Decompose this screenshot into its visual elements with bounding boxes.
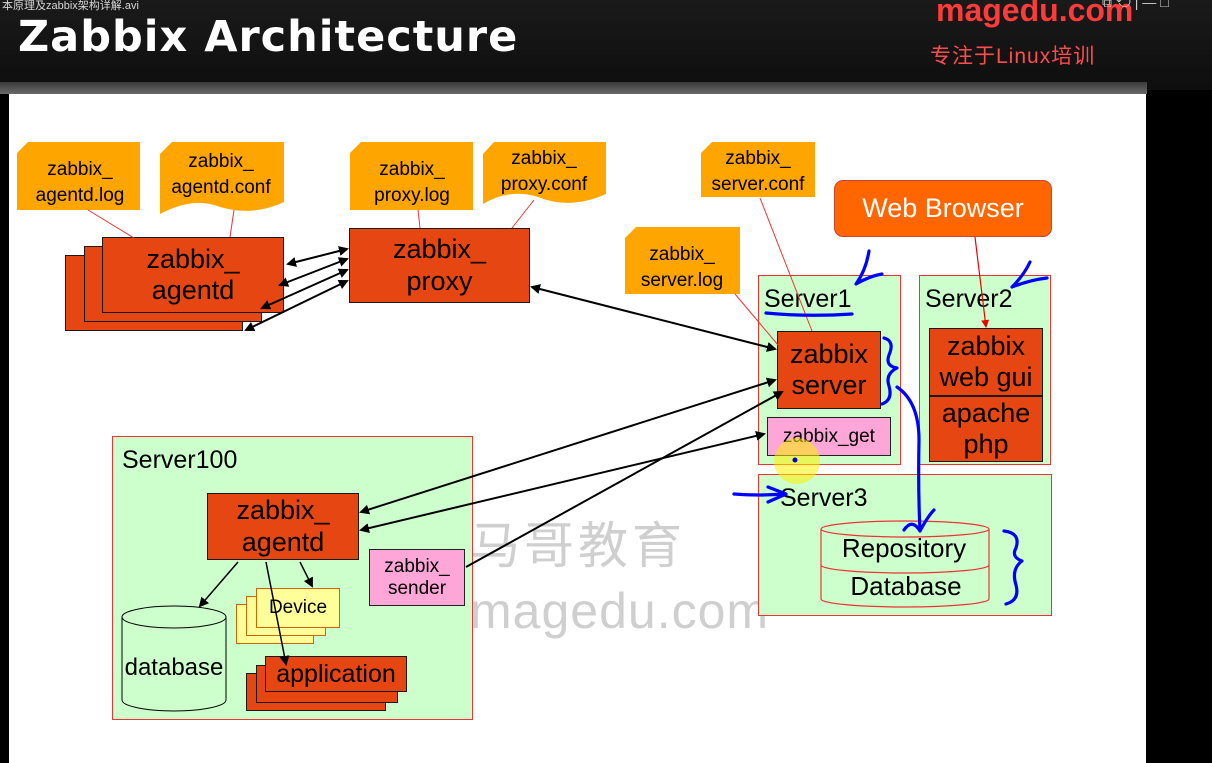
web-gui-line2: web gui — [939, 362, 1033, 392]
zabbix-sender-box: zabbix_ sender — [369, 549, 465, 606]
slide-header: 本原理及zabbix架构详解.avi Zabbix Architecture m… — [0, 0, 1212, 94]
apache-php-box: apache php — [929, 396, 1043, 462]
server3-label: Server3 — [780, 484, 868, 512]
apache-php-line2: php — [963, 429, 1009, 459]
video-filename: 本原理及zabbix架构详解.avi — [2, 0, 139, 12]
device-chip-front: Device — [256, 588, 340, 628]
proxy-line2: proxy — [406, 265, 473, 296]
agentd-stack-line2: agentd — [151, 275, 235, 305]
apache-php-line1: apache — [941, 397, 1031, 428]
web-gui-line1: zabbix — [946, 330, 1026, 361]
sender-line1: zabbix_ — [384, 555, 450, 577]
agentd100-line2: agentd — [241, 526, 325, 557]
application-label: application — [276, 659, 396, 688]
agentd100-box: zabbix_ agentd — [207, 493, 359, 560]
proxy-line1: zabbix_ — [392, 234, 487, 265]
window-controls[interactable]: ⧉ ⟲ | — □ — [1102, 0, 1169, 10]
server1-label: Server1 — [764, 285, 852, 313]
server-line1: zabbix — [789, 338, 869, 369]
header-band — [0, 82, 1147, 94]
zabbix-get-box: zabbix_get — [767, 417, 891, 456]
server2-label: Server2 — [925, 285, 1013, 313]
sender-line2: sender — [387, 577, 447, 599]
web-browser-box: Web Browser — [834, 180, 1052, 237]
slide-title: Zabbix Architecture — [18, 12, 519, 62]
server-line2: server — [791, 370, 867, 400]
brand-slogan: 专注于Linux培训 — [930, 45, 1096, 68]
web-gui-box: zabbix web gui — [929, 328, 1043, 396]
web-browser-label: Web Browser — [862, 192, 1024, 223]
server100-label: Server100 — [122, 446, 238, 474]
zabbix-get-label: zabbix_get — [783, 425, 875, 447]
watermark-cn: 马哥教育 — [470, 518, 686, 574]
brand-logo: magedu.com — [936, 0, 1134, 28]
watermark-url: magedu.com — [470, 583, 770, 639]
zabbix-proxy-box: zabbix_ proxy — [349, 228, 530, 303]
agentd-stack-front: zabbix_ agentd — [102, 237, 284, 313]
application-front: application — [265, 656, 407, 692]
agentd100-line1: zabbix_ — [236, 495, 330, 526]
zabbix-server-box: zabbix server — [777, 331, 881, 409]
agentd-stack-line1: zabbix_ — [146, 243, 240, 274]
device-label: Device — [268, 597, 328, 619]
